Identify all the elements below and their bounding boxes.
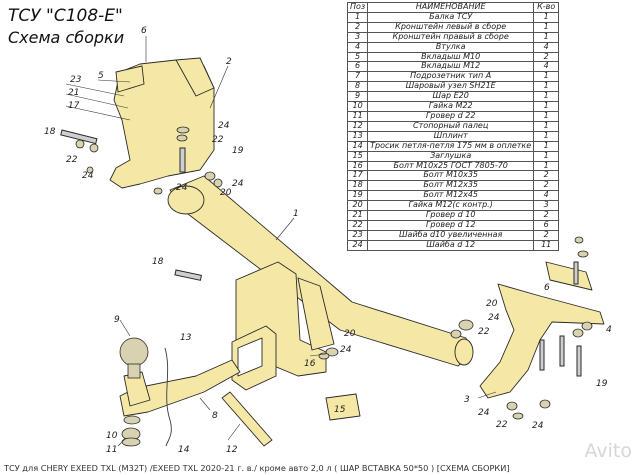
bolt-right-1 — [539, 339, 545, 371]
callout-3: 3 — [464, 395, 470, 405]
bolt-left-vertical — [179, 147, 186, 173]
left-bracket-plate — [115, 65, 145, 93]
callout-8: 8 — [212, 411, 218, 421]
callout-10: 10 — [106, 431, 118, 441]
callout-22: 22 — [478, 327, 490, 337]
tow-ball — [119, 337, 149, 367]
callout-19: 19 — [596, 379, 608, 389]
plug-cap — [325, 393, 361, 421]
watermark-logo: Avito — [584, 440, 632, 462]
ball-mount — [119, 359, 241, 417]
callout-14: 14 — [178, 445, 190, 455]
callout-20: 20 — [220, 188, 232, 198]
callout-24: 24 — [340, 345, 352, 355]
callout-13: 13 — [180, 333, 192, 343]
callout-6: 6 — [141, 26, 147, 36]
diagram-title: ТСУ "С108-Е" — [8, 6, 123, 26]
cell-qty: 11 — [533, 239, 560, 251]
callout-15: 15 — [334, 405, 346, 415]
beam-end-right — [454, 338, 474, 366]
callout-20: 20 — [344, 329, 356, 339]
washer-lower — [123, 415, 141, 425]
callout-24: 24 — [532, 421, 544, 431]
ball-neck — [127, 363, 141, 379]
callout-18: 18 — [152, 257, 164, 267]
bolt-right-3 — [576, 345, 582, 377]
callout-9: 9 — [114, 315, 120, 325]
callout-5: 5 — [98, 71, 104, 81]
center-plate-right — [297, 277, 335, 351]
cell-pos: 24 — [346, 239, 369, 251]
callout-24: 24 — [82, 171, 94, 181]
bolt-18-middle — [174, 269, 203, 281]
callout-11: 11 — [106, 445, 117, 455]
left-bracket-arm — [175, 57, 215, 97]
callout-19: 19 — [232, 146, 244, 156]
callout-24: 24 — [218, 121, 230, 131]
callout-4: 4 — [606, 325, 612, 335]
callout-18: 18 — [44, 127, 56, 137]
callout-24: 24 — [488, 313, 500, 323]
beam-end-left — [167, 185, 205, 215]
callout-22: 22 — [66, 155, 78, 165]
callout-2: 2 — [226, 57, 232, 67]
assembly-drawing: 6 2 23 5 21 17 18 22 24 24 22 19 24 20 2… — [44, 26, 612, 455]
right-bracket — [479, 283, 605, 399]
locking-pin — [221, 391, 273, 447]
receiver-opening — [237, 337, 263, 377]
bolt-right-top — [573, 261, 579, 285]
callout-12: 12 — [226, 445, 238, 455]
callout-22: 22 — [496, 420, 508, 430]
callout-6: 6 — [544, 283, 550, 293]
callout-24: 24 — [478, 408, 490, 418]
callout-22: 22 — [212, 135, 224, 145]
callout-24: 24 — [232, 179, 244, 189]
callout-17: 17 — [68, 101, 80, 111]
image-caption: ТСУ для CHERY EXEED TXL (M32T) /EXEED TX… — [0, 461, 640, 475]
right-bracket-plate — [545, 261, 593, 291]
callout-21: 21 — [68, 88, 79, 98]
callout-1: 1 — [293, 209, 299, 219]
callout-24: 24 — [176, 183, 188, 193]
bolt-18-left — [60, 129, 98, 145]
diagram-subtitle: Схема сборки — [8, 28, 125, 47]
bolt-right-2 — [559, 335, 565, 367]
callout-23: 23 — [70, 75, 82, 85]
callout-20: 20 — [486, 299, 498, 309]
callout-16: 16 — [304, 359, 316, 369]
cable — [164, 347, 172, 447]
